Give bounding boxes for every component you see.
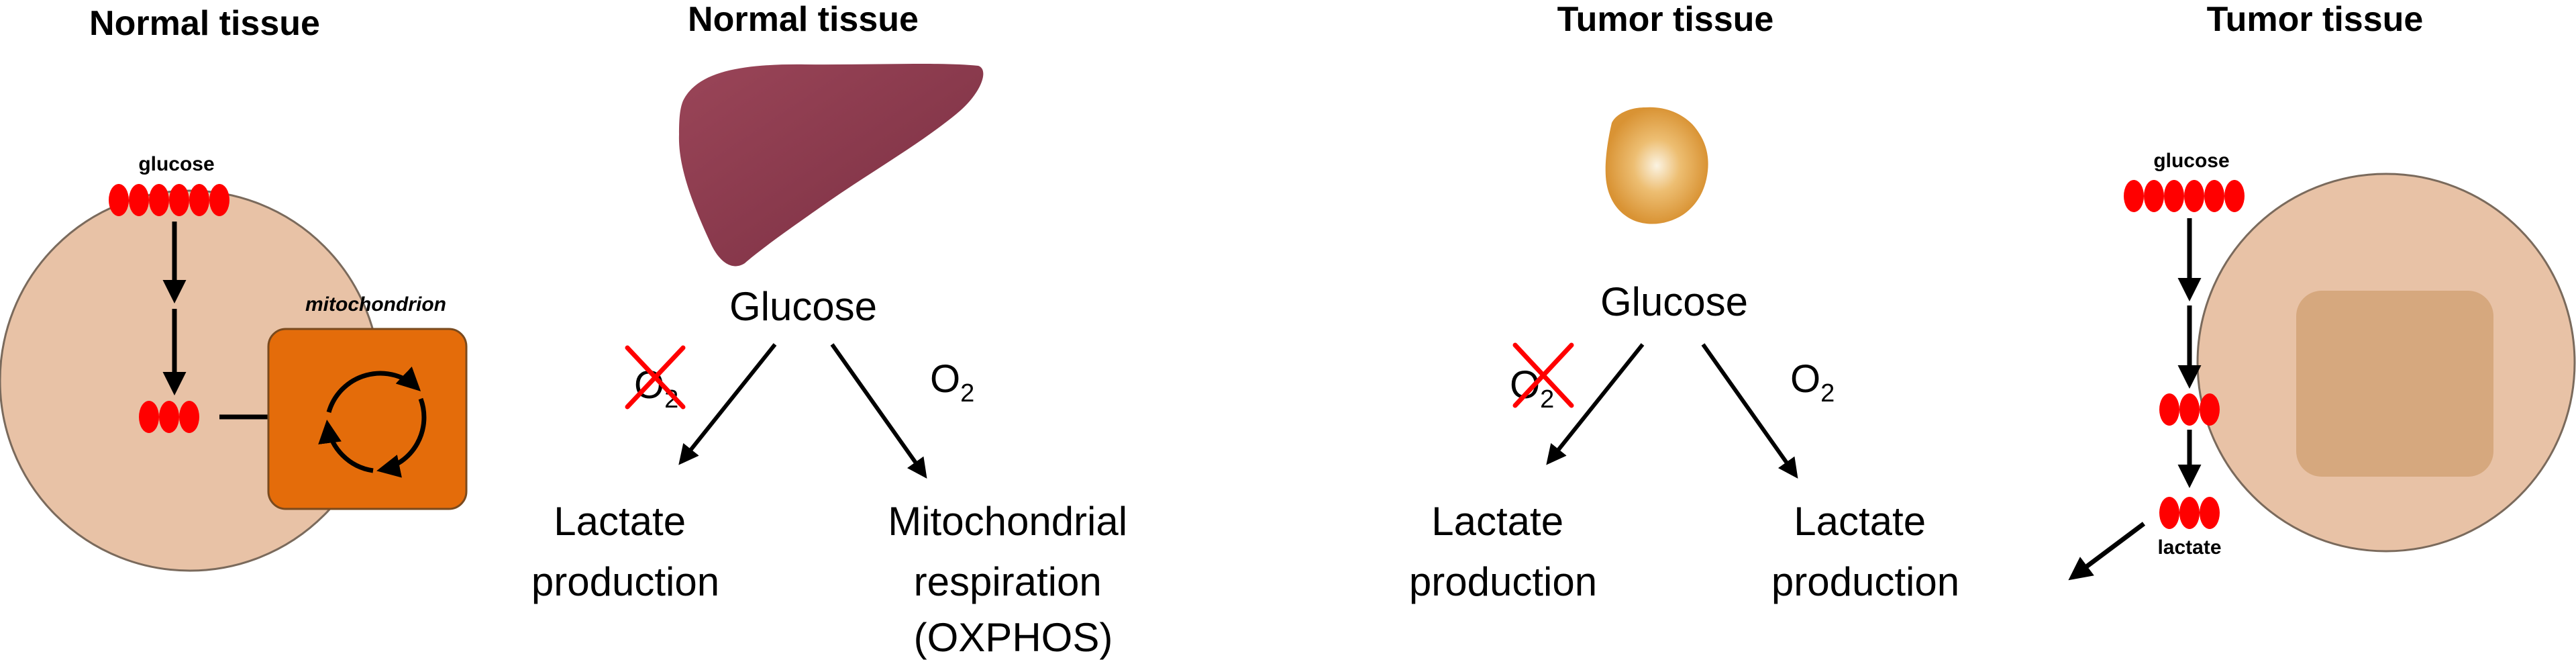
normal-pyruvate-molecule [139,401,199,433]
normal-glucose-source: Glucose [729,284,877,329]
lactate-export-arrow [2068,522,2146,581]
tumor-lactate-label: lactate [2157,536,2221,559]
normal-o2-left: O2 [634,363,678,414]
mitochondrion-label: mitochondrion [305,293,446,316]
tumor-o2-right: O2 [1790,357,1835,408]
normal-flow-panel: Normal tissue Glucose O2 O2 Lactate prod… [531,0,1139,660]
normal-arrow-left [678,343,777,465]
krebs-cycle-icon [318,367,427,478]
normal-left-outcome: Lactate production [531,499,719,604]
red-cross-icon [1512,342,1574,408]
tumor-lactate-molecule [2159,497,2220,529]
tumor-glucose-label: glucose [2153,150,2229,172]
liver-organ-icon [678,63,984,267]
normal-o2-right: O2 [930,357,974,408]
tumor-flow-panel: Tumor tissue Glucose O2 O2 Lactate produ… [1409,0,1959,604]
tumor-flow-title: Tumor tissue [1557,0,1774,39]
tumor-mass-icon [1605,107,1708,224]
normal-flow-title: Normal tissue [688,0,919,39]
tumor-right-outcome: Lactate production [1771,499,1959,604]
normal-glucose-molecule [109,184,229,216]
tumor-cell-panel: Tumor tissue glucose lactate [2068,0,2576,581]
tumor-glucose-source: Glucose [1600,279,1748,324]
tumor-arrow-left [1546,343,1645,465]
inactive-mitochondrion [2296,291,2493,477]
normal-cell-title: Normal tissue [89,4,320,43]
tumor-arrow-right [1701,343,1798,479]
tumor-cell-title: Tumor tissue [2207,0,2424,39]
normal-right-outcome: Mitochondrial respiration (OXPHOS) [888,499,1139,660]
normal-arrow-right [830,343,927,479]
normal-glucose-label: glucose [138,153,214,175]
red-cross-icon [625,345,686,410]
tumor-pyruvate-molecule [2159,393,2220,426]
mitochondrion [267,328,468,510]
tumor-glucose-molecule [2124,180,2245,212]
tumor-left-outcome: Lactate production [1409,499,1597,604]
normal-cell-panel: Normal tissue glucose mitochondrion [0,4,468,572]
